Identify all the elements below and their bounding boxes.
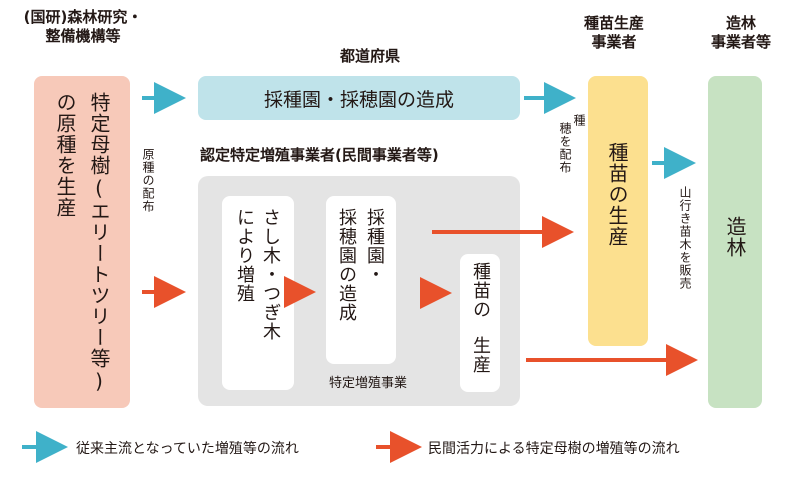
- scion-distribution-line2: 穂を配布: [558, 122, 572, 174]
- private-seedling-line2: 生産: [470, 336, 491, 374]
- scion-distribution-line1: 種: [572, 114, 586, 127]
- header-seedling-line2: 事業者: [591, 33, 637, 51]
- header-seedling-producers: 種苗生産 事業者: [574, 14, 654, 52]
- header-seedling-line1: 種苗生産: [583, 14, 644, 32]
- specific-business-label: 特定増殖事業: [328, 376, 407, 391]
- mountain-sale-label: 山行き苗木を販売: [678, 186, 692, 290]
- private-orchard-line2: 採穂園の造成: [336, 208, 357, 322]
- private-seedling-box: 種苗の 生産: [460, 254, 500, 392]
- header-forestry-operators: 造林 事業者等: [696, 14, 786, 52]
- header-forestry-line2: 事業者等: [710, 33, 771, 51]
- private-seedling-line1: 種苗の: [470, 262, 491, 319]
- cuttings-line2: により増殖: [234, 208, 255, 303]
- elite-tree-line2: の原種を生産: [53, 92, 77, 218]
- scion-distribution-label: 種 穂を配布: [558, 114, 586, 224]
- prefecture-orchard-label: 採種園・採穂園の造成: [263, 88, 454, 111]
- header-forestry-line1: 造林: [725, 14, 756, 32]
- elite-tree-box: 特定母樹(エリートツリー等) の原種を生産: [34, 76, 130, 408]
- cuttings-box: さし木・つぎ木 により増殖: [222, 196, 294, 390]
- prefecture-orchard-box: 採種園・採穂園の造成: [198, 76, 520, 120]
- header-certified-operators: 認定特定増殖事業者(民間事業者等): [200, 146, 439, 164]
- elite-tree-line1: 特定母樹(エリートツリー等): [87, 92, 111, 394]
- seedling-producer-box: 種苗の生産: [588, 76, 648, 346]
- afforestation-label: 造林: [723, 216, 747, 258]
- legend-private-label: 民間活力による特定母樹の増殖等の流れ: [428, 441, 680, 457]
- cuttings-line1: さし木・つぎ木: [260, 208, 281, 341]
- legend-conventional-label: 従来主流となっていた増殖等の流れ: [76, 441, 299, 457]
- header-prefecture: 都道府県: [339, 47, 400, 65]
- header-research-line2: 整備機構等: [45, 27, 121, 45]
- private-orchard-line1: 採種園・: [364, 208, 385, 284]
- afforestation-box: 造林: [708, 76, 762, 408]
- header-research-institute: (国研)森林研究・ 整備機構等: [8, 8, 158, 46]
- header-research-line1: (国研)森林研究・: [23, 8, 143, 26]
- private-orchard-box: 採種園・ 採穂園の造成: [326, 196, 396, 364]
- original-distribution-label: 原種の配布: [141, 148, 155, 213]
- seedling-producer-label: 種苗の生産: [605, 142, 629, 247]
